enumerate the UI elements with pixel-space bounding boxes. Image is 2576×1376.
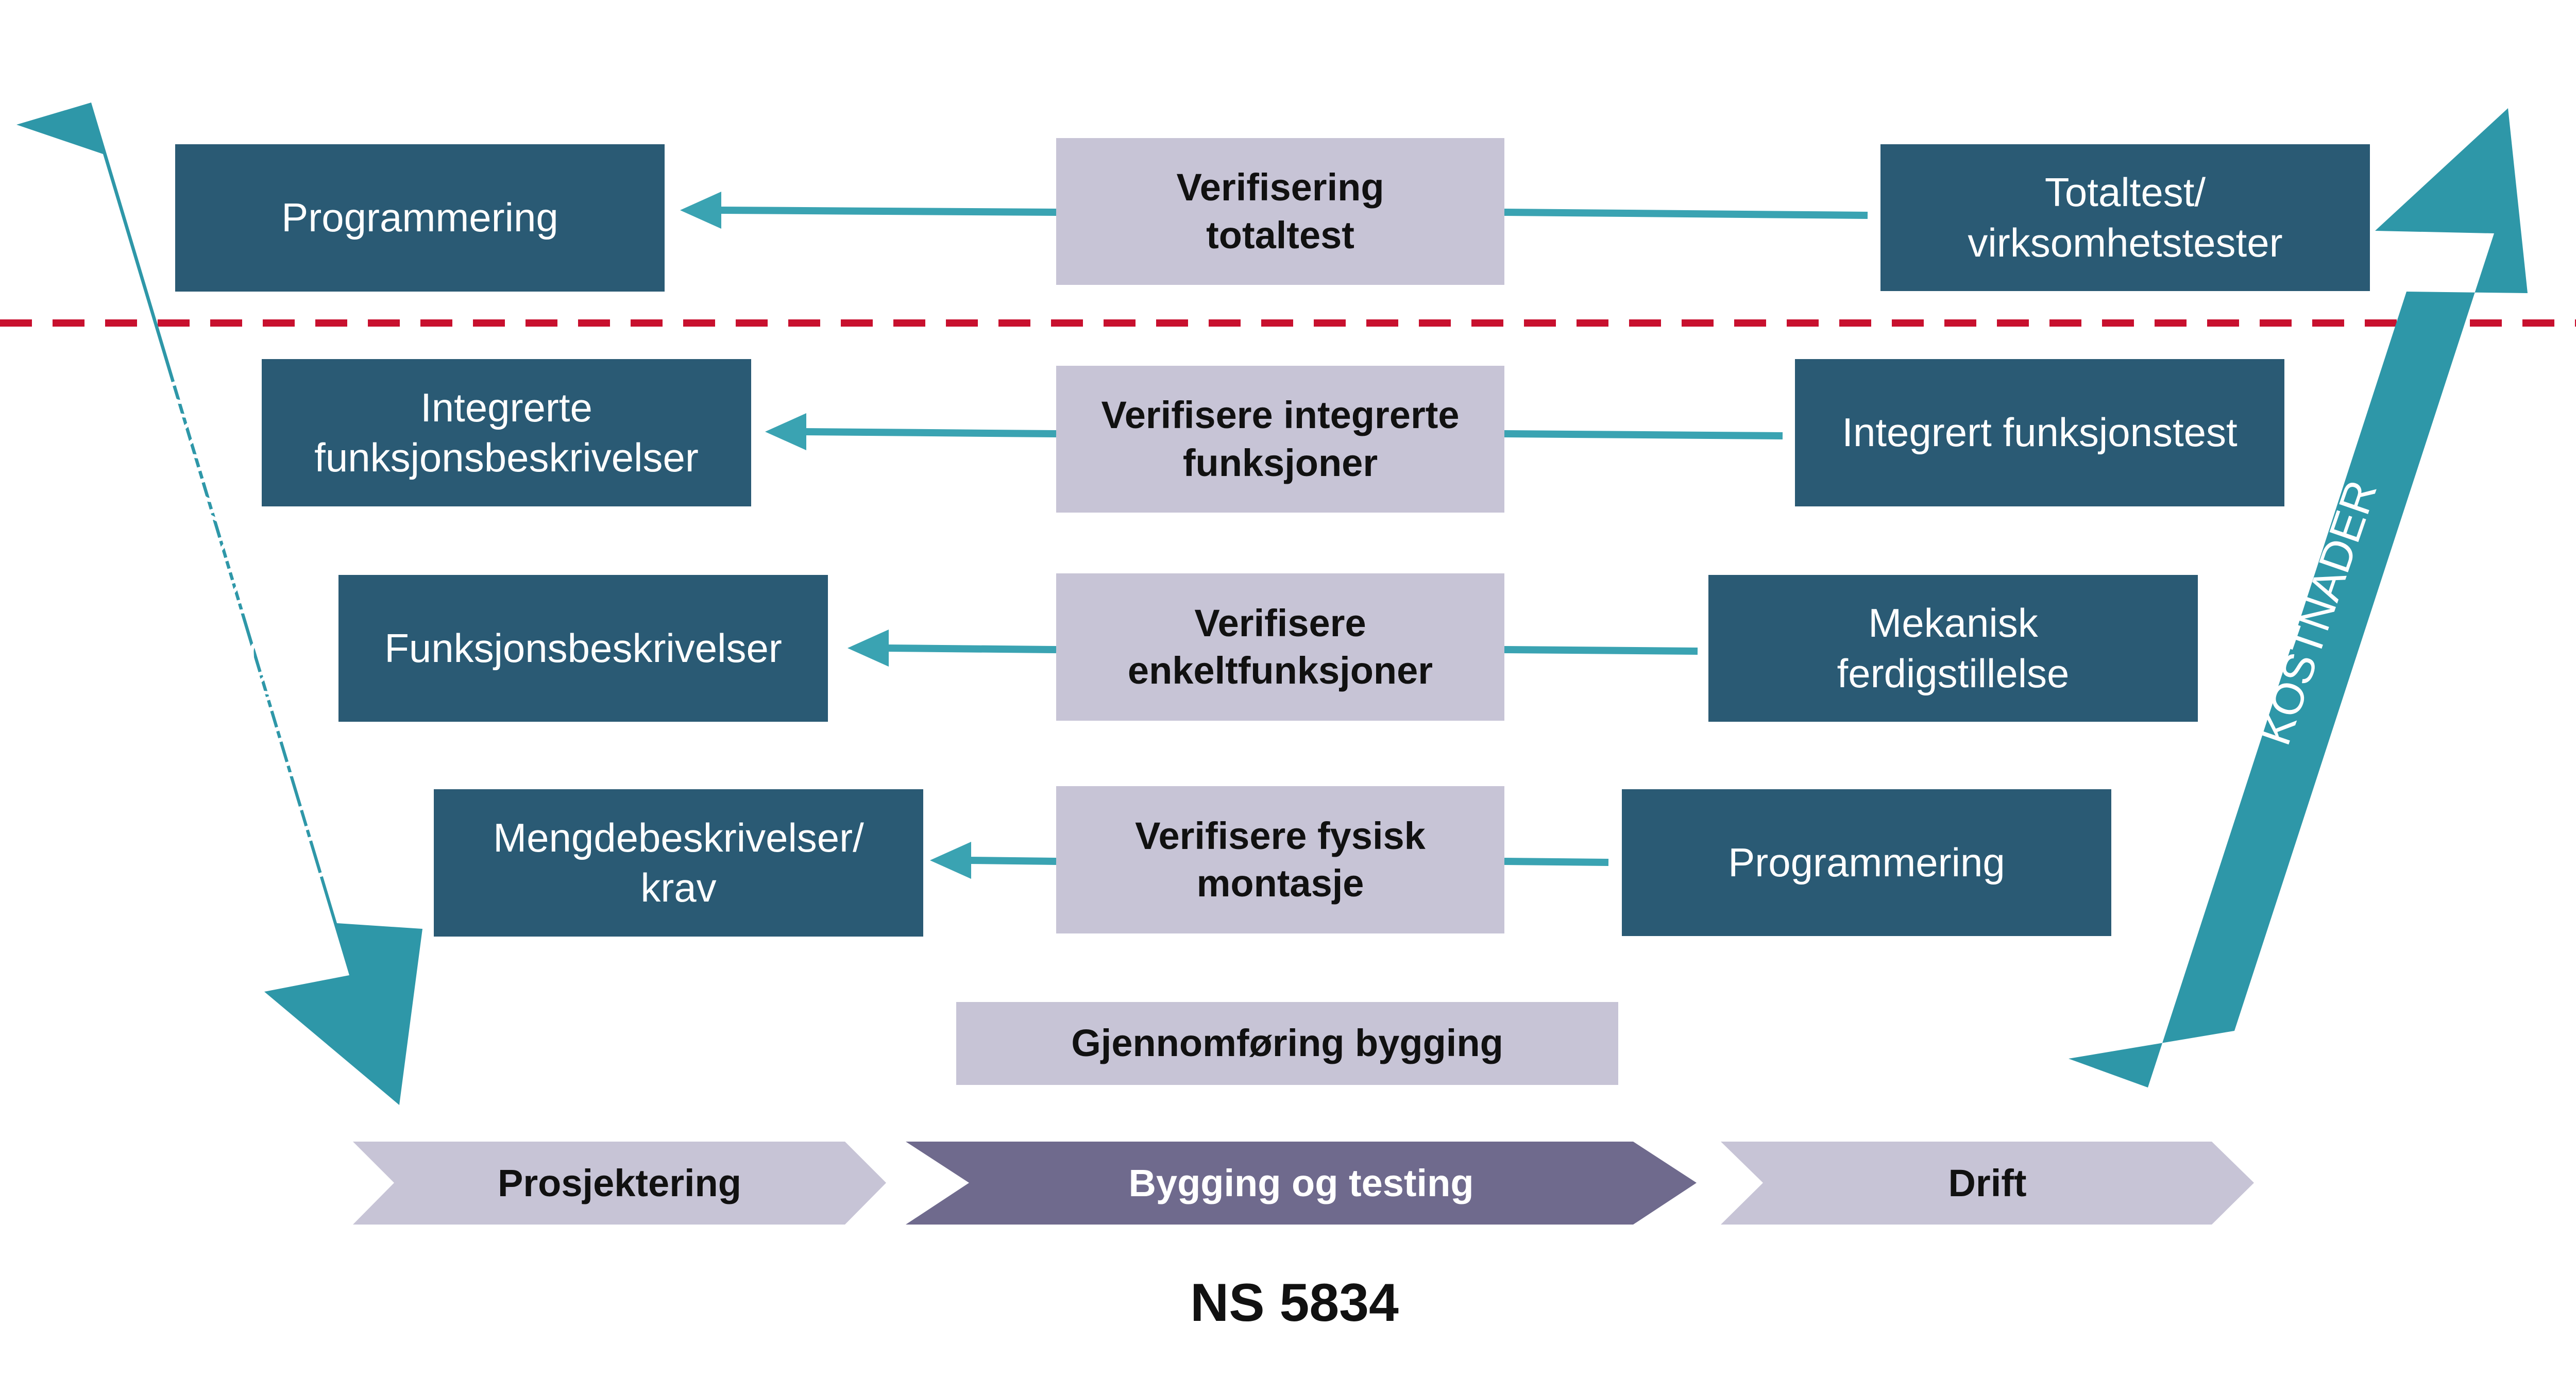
test-box-mekanisk: Mekanisk ferdigstillelse [1708, 575, 2198, 722]
verify-box-label: Verifisere integrerte funksjoner [1101, 394, 1460, 484]
execution-bar: Gjennomføring bygging [956, 1002, 1618, 1085]
phase-drift: Drift [1763, 1142, 2212, 1225]
verify-box-enkeltfunksjoner: Verifisere enkeltfunksjoner [1056, 573, 1504, 721]
phase-label: Bygging og testing [1128, 1162, 1474, 1204]
spec-box-label: Integrerte funksjonsbeskrivelser [314, 384, 699, 481]
phase-bygging: Bygging og testing [969, 1142, 1633, 1225]
phase-label: Prosjektering [498, 1162, 741, 1204]
connector-row-2 [765, 413, 1783, 450]
execution-label: Gjennomføring bygging [1071, 1022, 1503, 1065]
influence-arrow [16, 103, 422, 1105]
cost-arrow [2069, 108, 2528, 1088]
verify-box-totaltest: Verifisering totaltest [1056, 138, 1504, 285]
spec-box-label: Funksjonsbeskrivelser [384, 625, 782, 671]
phase-label: Drift [1948, 1162, 2027, 1204]
verify-box-label: Verifisering totaltest [1176, 166, 1384, 257]
test-box-label: Totaltest/ virksomhetstester [1968, 169, 2283, 265]
connector-row-1 [680, 192, 1868, 229]
verify-box-label: Verifisere enkeltfunksjoner [1127, 601, 1433, 692]
spec-box-integrerte: Integrerte funksjonsbeskrivelser [262, 359, 751, 506]
test-box-label: Integrert funksjonstest [1842, 410, 2238, 455]
standard-caption: NS 5834 [1190, 1273, 1399, 1333]
spec-box-label: Programmering [281, 195, 558, 241]
verify-box-montasje: Verifisere fysisk montasje [1056, 786, 1504, 933]
test-box-totaltest: Totaltest/ virksomhetstester [1880, 144, 2370, 291]
verify-box-integrerte: Verifisere integrerte funksjoner [1056, 366, 1504, 513]
verify-box-label: Verifisere fysisk montasje [1135, 814, 1426, 905]
connector-row-4 [930, 842, 1609, 879]
spec-box-funksjonsbeskrivelser: Funksjonsbeskrivelser [338, 575, 828, 722]
test-box-programmering: Programmering [1622, 789, 2111, 936]
spec-box-mengdebeskrivelser: Mengdebeskrivelser/ krav [434, 789, 923, 937]
spec-box-label: Mengdebeskrivelser/ krav [493, 814, 864, 911]
phase-prosjektering-shape [353, 1142, 886, 1225]
test-box-label: Mekanisk ferdigstillelse [1837, 600, 2070, 696]
phase-bygging-shape [906, 1142, 1697, 1225]
spec-box-programmering: Programmering [175, 144, 665, 292]
phase-drift-shape [1721, 1142, 2254, 1225]
phase-prosjektering: Prosjektering [394, 1142, 845, 1225]
test-box-label: Programmering [1728, 839, 2005, 885]
connector-row-3 [848, 630, 1698, 667]
test-box-integrert: Integrert funksjonstest [1795, 359, 2284, 506]
